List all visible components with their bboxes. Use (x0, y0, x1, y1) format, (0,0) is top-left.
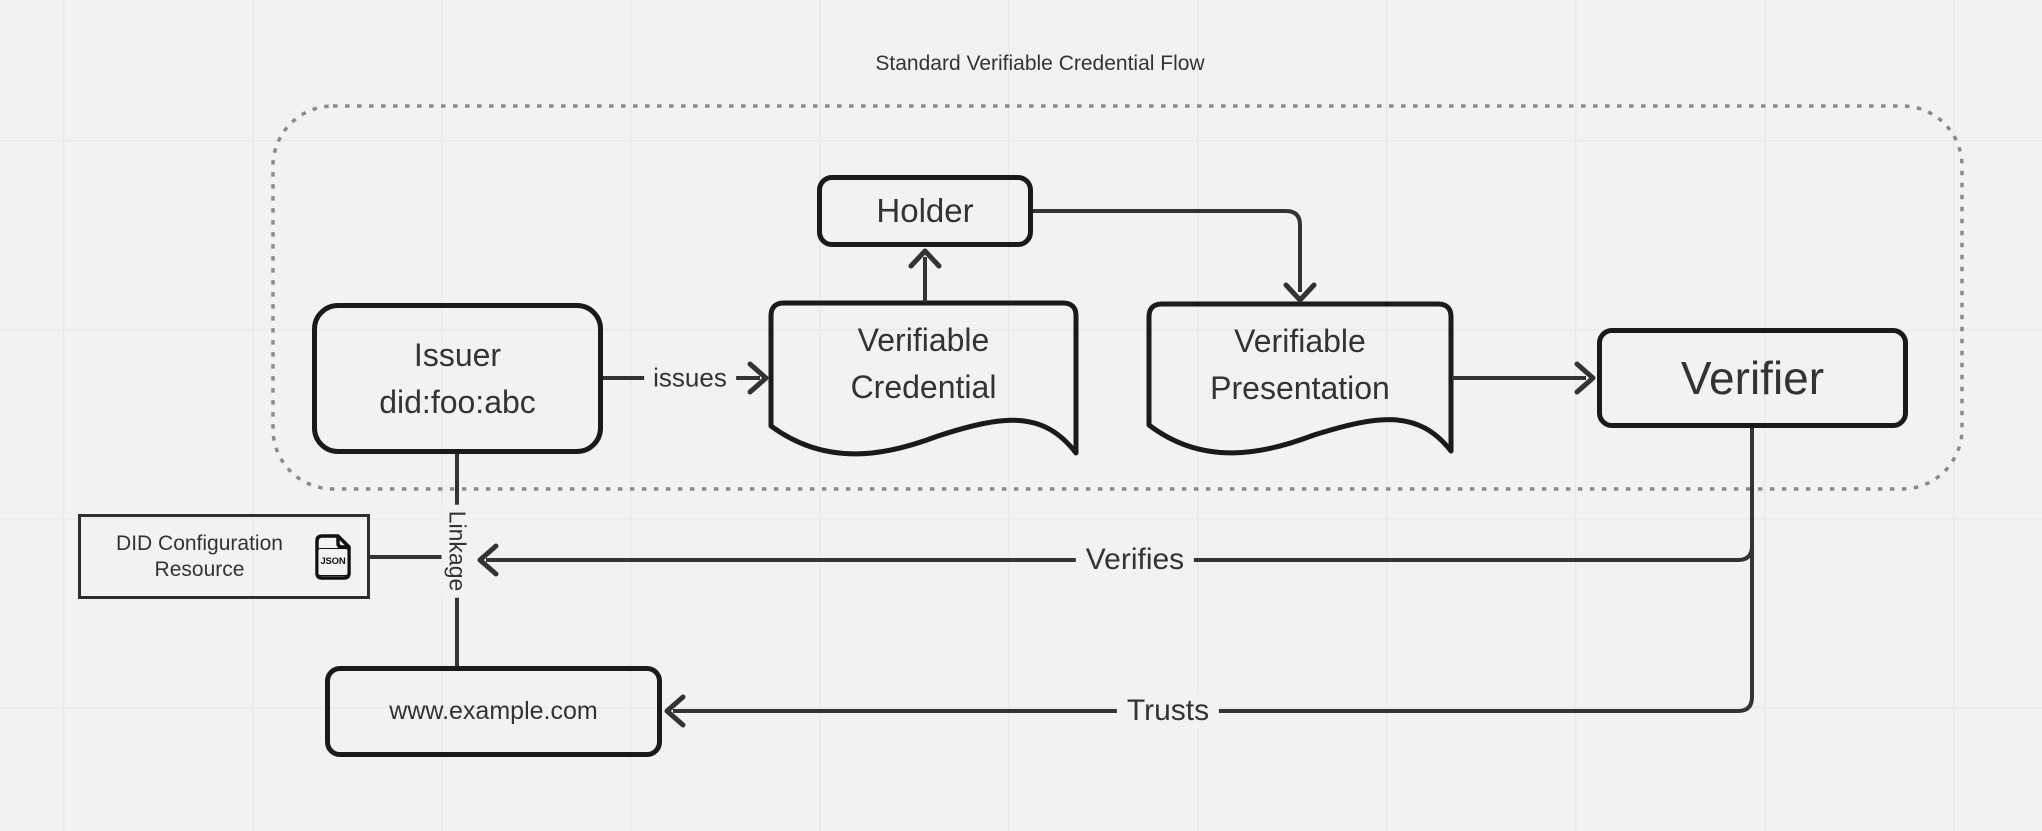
node-verifier: Verifier (1597, 328, 1908, 428)
arrowhead-into-website (664, 694, 686, 728)
holder-label: Holder (876, 192, 974, 229)
trust-boundary-dotted-border (271, 104, 1964, 491)
did-configuration-resource-label: DID Configuration Resource (81, 531, 312, 583)
arrowhead-into-linkage (477, 543, 499, 577)
vp-label-line2: Presentation (1210, 369, 1390, 406)
edge-label-linkage: Linkage (441, 504, 473, 598)
node-verifiable-credential-label: Verifiable Credential (768, 306, 1079, 421)
vc-label-line1: Verifiable (857, 321, 990, 358)
verifier-label: Verifier (1680, 352, 1825, 404)
node-website: www.example.com (325, 666, 662, 757)
node-issuer: Issuer did:foo:abc (312, 303, 603, 454)
did-config-line1: DID Configuration (116, 531, 283, 555)
node-holder: Holder (817, 175, 1033, 247)
node-verifiable-presentation-label: Verifiable Presentation (1146, 307, 1454, 422)
edge-label-verifies: Verifies (1075, 543, 1195, 577)
diagram-title: Standard Verifiable Credential Flow (875, 52, 1205, 75)
website-label: www.example.com (389, 697, 598, 725)
node-did-configuration-resource: DID Configuration Resource JSON (78, 514, 370, 599)
arrowhead-into-presentation (1283, 282, 1317, 303)
arrowhead-into-credential (747, 361, 769, 395)
edge-holder-to-presentation (1033, 209, 1302, 292)
arrowhead-into-verifier (1574, 361, 1596, 395)
vp-label-line1: Verifiable (1234, 322, 1366, 359)
issuer-label-line1: Issuer (413, 336, 502, 373)
json-file-icon: JSON (312, 533, 354, 581)
edge-label-trusts: Trusts (1116, 694, 1220, 728)
edge-verifier-verifies-linkage (486, 545, 1754, 562)
verifiable-presentation-document-shape (1146, 301, 1454, 456)
edge-label-issues: issues (644, 362, 736, 394)
did-config-line2: Resource (154, 557, 245, 581)
arrowhead-into-holder (908, 248, 942, 269)
issuer-did-label: did:foo:abc (379, 383, 536, 420)
vc-label-line2: Credential (850, 368, 997, 405)
edge-verifier-trusts-website (673, 428, 1754, 713)
verifiable-credential-document-shape (768, 300, 1079, 457)
json-file-icon-outline (315, 533, 351, 580)
json-file-type-label: JSON (317, 547, 349, 576)
